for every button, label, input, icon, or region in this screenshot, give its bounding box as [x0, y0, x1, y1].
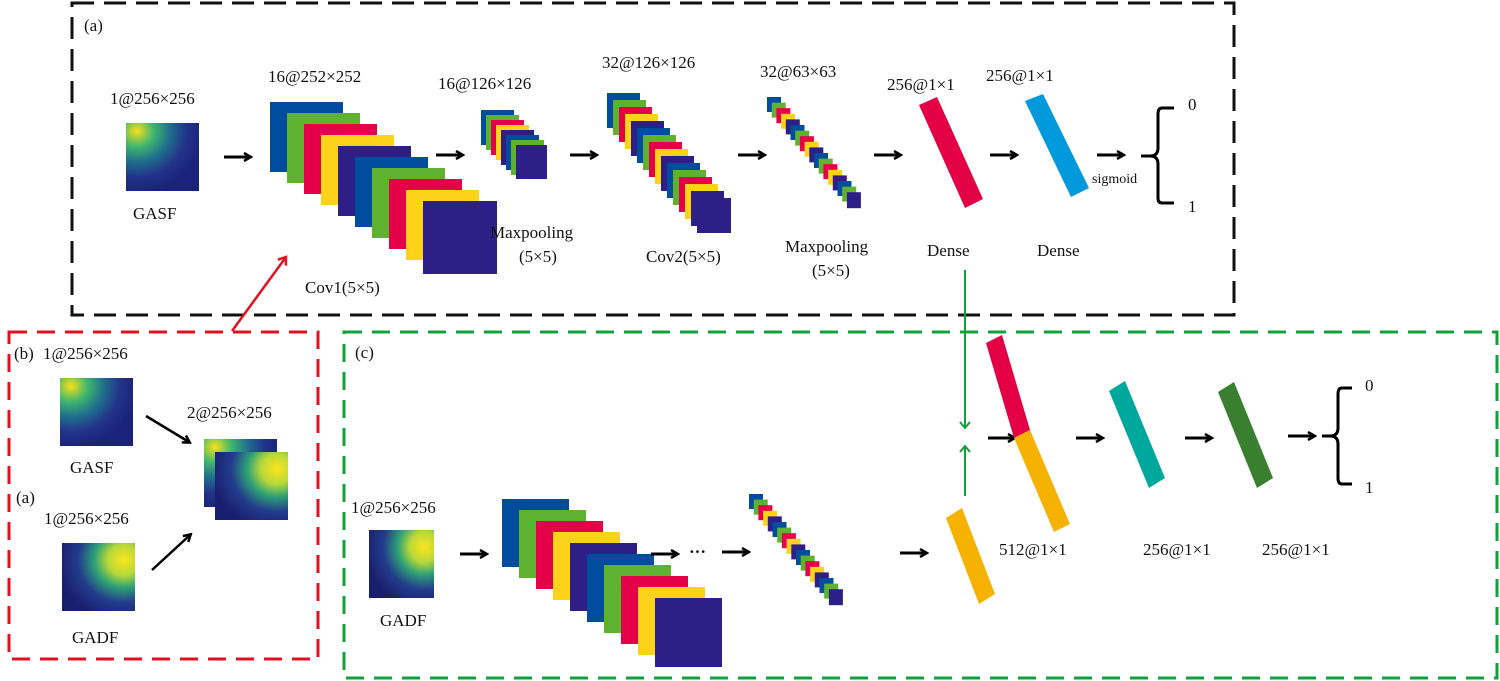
- sigmoid-label: sigmoid: [1092, 172, 1137, 187]
- arrow-icon: [151, 535, 190, 571]
- ellipsis-label: ···: [689, 542, 706, 561]
- feature-map: [846, 192, 861, 209]
- panel-a-dense2-dims: 256@1×1: [986, 66, 1054, 85]
- panel-c-box: [342, 330, 1499, 680]
- panel-a-output-1: 1: [1188, 197, 1197, 216]
- pool-feature-maps: [749, 494, 843, 606]
- panel-c-concat-dims: 512@1×1: [999, 540, 1067, 559]
- panel-b-gasf-dims: 1@256×256: [43, 344, 128, 363]
- dense-layer-1: [919, 97, 983, 208]
- panel-a-pool1-name-line2: (5×5): [519, 247, 557, 266]
- panel-a-dense1-name: Dense: [927, 241, 969, 260]
- feature-map: [423, 201, 497, 274]
- panel-c-input-name: GADF: [380, 611, 426, 630]
- gasf-heatmap: [126, 123, 199, 191]
- panel-a-pool1-dims: 16@126×126: [438, 74, 531, 93]
- panel-a-dense2-name: Dense: [1037, 241, 1079, 260]
- panel-a-output-0: 0: [1188, 95, 1197, 114]
- panel-c-input-dims: 1@256×256: [351, 498, 436, 517]
- arrow-icon: [145, 414, 189, 442]
- panel-a-conv2-name: Cov2(5×5): [646, 247, 721, 266]
- stacked-heatmap-front: [215, 452, 288, 520]
- feature-map: [655, 598, 722, 667]
- conv2-feature-maps: [607, 93, 731, 233]
- panel-a-conv1-name: Cov1(5×5): [305, 278, 380, 297]
- panel-b-gasf-name: GASF: [70, 458, 113, 477]
- panel-a-conv2-dims: 32@126×126: [602, 53, 695, 72]
- panel-a-input-dims: 1@256×256: [110, 89, 195, 108]
- conv1-feature-maps: [270, 102, 497, 274]
- red-link-arrow: [230, 257, 286, 332]
- flatten-layer: [946, 508, 995, 604]
- panel-b-box: [7, 330, 320, 661]
- panel-c-output-0: 0: [1365, 376, 1374, 395]
- output-brace-icon: [1322, 386, 1352, 486]
- panel-a-pool1-name-line1: Maxpooling: [490, 223, 574, 242]
- panel-c-gadf-heatmap: [369, 530, 434, 598]
- panel-a-label: (a): [84, 16, 103, 35]
- panel-b-gadf-name: GADF: [72, 628, 118, 647]
- feature-map: [828, 589, 843, 606]
- panel-a-box: [70, 1, 1236, 317]
- feature-map: [516, 145, 547, 179]
- panel-b-stacked-dims: 2@256×256: [187, 403, 272, 422]
- panel-b-sub-label: (a): [16, 488, 35, 507]
- panel-c-output-1: 1: [1365, 478, 1374, 497]
- panel-a-dense1-dims: 256@1×1: [887, 75, 955, 94]
- panel-c-label: (c): [355, 343, 374, 362]
- pool2-feature-maps: [767, 97, 861, 209]
- concat-layer-top: [986, 335, 1030, 438]
- panel-a-conv1-dims: 16@252×252: [268, 67, 361, 86]
- feature-map: [697, 198, 731, 233]
- panel-b-gadf-heatmap: [62, 543, 135, 611]
- panel-b-gasf-heatmap: [60, 378, 133, 446]
- panel-a-pool2-dims: 32@63×63: [760, 62, 836, 81]
- panel-c-dense1-dims: 256@1×1: [1143, 540, 1211, 559]
- dense-layer-teal: [1109, 381, 1165, 488]
- panel-b-label: (b): [14, 344, 34, 363]
- panel-a-pool2-name-line2: (5×5): [812, 261, 850, 280]
- panel-a-pool2-name-line1: Maxpooling: [785, 237, 869, 256]
- output-brace-icon: [1141, 106, 1174, 205]
- conv-feature-maps: [502, 499, 722, 667]
- dense-layer-green: [1218, 382, 1273, 488]
- panel-b-gadf-dims: 1@256×256: [44, 509, 129, 528]
- panel-a-input-name: GASF: [133, 204, 176, 223]
- concat-layer-bottom: [1014, 430, 1070, 532]
- pool1-feature-maps: [481, 110, 547, 179]
- dense-layer-2: [1025, 94, 1089, 197]
- panel-c-dense2-dims: 256@1×1: [1262, 540, 1330, 559]
